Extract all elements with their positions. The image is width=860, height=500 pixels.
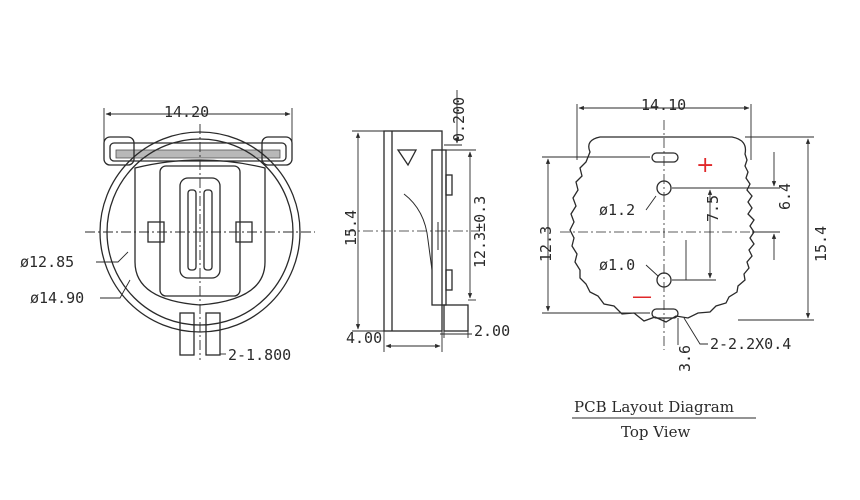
side-top-dim: 0.200: [450, 97, 468, 142]
pcb-offset-36: 3.6: [676, 345, 694, 372]
front-pin-dim: 2-1.800: [228, 346, 291, 364]
front-pin-right: [205, 312, 221, 356]
side-pin-dim: 2.00: [474, 322, 510, 340]
pcb-view: [542, 104, 814, 350]
side-view: [345, 90, 480, 352]
pcb-slot-bottom: [651, 308, 679, 319]
pcb-plus-sign: +: [696, 153, 714, 178]
pcb-spacing-64: 6.4: [776, 183, 794, 210]
side-height-dim: 15.4: [342, 210, 360, 246]
pcb-slot-dim: 2-2.2X0.4: [710, 335, 791, 353]
pcb-minus-sign: —: [632, 284, 652, 308]
front-inner-body: [134, 159, 266, 306]
pcb-outline: [569, 136, 755, 323]
pcb-hole-small-label: ø1.2: [599, 201, 635, 219]
front-width-dim: 14.20: [164, 103, 209, 121]
side-inner-height-dim: 12.3±0.3: [471, 196, 489, 268]
front-outer-dia: ø14.90: [30, 289, 84, 307]
front-inner-dia: ø12.85: [20, 253, 74, 271]
pcb-spacing-75: 7.5: [704, 195, 722, 222]
caption: PCB Layout Diagram Top View: [572, 398, 756, 441]
side-depth-dim: 4.00: [346, 329, 382, 347]
pcb-slot-top: [651, 152, 679, 163]
pcb-height-123: 12.3: [537, 226, 555, 262]
front-view: [85, 108, 315, 360]
pcb-width-dim: 14.10: [641, 96, 686, 114]
pcb-hole-large-label: ø1.0: [599, 256, 635, 274]
pcb-height-154: 15.4: [812, 226, 830, 262]
front-top-bar: [109, 142, 287, 162]
caption-title: PCB Layout Diagram: [574, 398, 734, 416]
front-pin-left: [179, 312, 195, 356]
caption-subtitle: Top View: [621, 423, 690, 441]
side-pin: [443, 304, 469, 332]
